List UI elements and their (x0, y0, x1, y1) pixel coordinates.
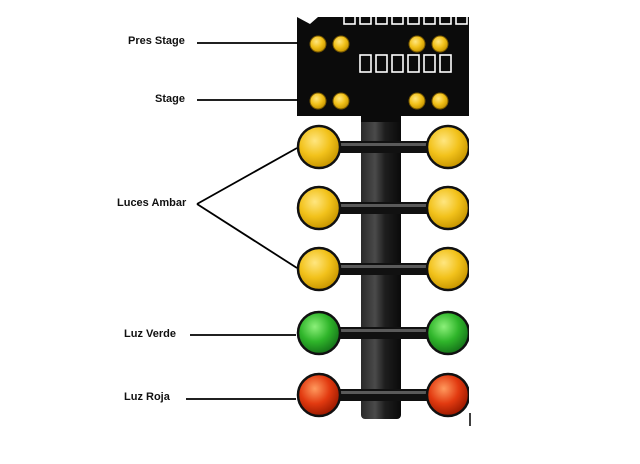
red-lamp-left (296, 372, 342, 418)
stage-bulbs (309, 92, 449, 110)
amber-lights-label: Luces Ambar (117, 197, 187, 209)
lamp-row-red (296, 372, 471, 418)
amber-leader-bottom (196, 203, 298, 269)
pre-stage-bulbs (309, 35, 449, 53)
amber-lamp-left (296, 124, 342, 170)
display-boxes-middle (359, 54, 452, 73)
lamp-arm-highlight (319, 391, 448, 394)
lamp-row-amber (296, 124, 471, 170)
leader-lines (186, 42, 298, 400)
lamp-arm-highlight (319, 329, 448, 332)
lamp-arm-highlight (319, 143, 448, 146)
pre-stage-label: Pres Stage (128, 35, 185, 47)
amber-leader-top (196, 147, 298, 205)
amber-lamp-left (296, 246, 342, 292)
red-lamp-right (425, 372, 471, 418)
amber-lamp-left (296, 185, 342, 231)
lamp-arm-highlight (319, 204, 448, 207)
red-light-label: Luz Roja (124, 391, 170, 403)
lamp-rows (296, 124, 471, 418)
lamp-row-green (296, 310, 471, 356)
amber-lamp-right (425, 185, 471, 231)
lamp-row-amber (296, 246, 471, 292)
amber-lamp-right (425, 124, 471, 170)
green-light-label: Luz Verde (124, 328, 176, 340)
green-lamp-right (425, 310, 471, 356)
lamp-row-amber (296, 185, 471, 231)
lamp-arm-highlight (319, 265, 448, 268)
green-lamp-left (296, 310, 342, 356)
stage-label: Stage (155, 93, 185, 105)
amber-lamp-right (425, 246, 471, 292)
